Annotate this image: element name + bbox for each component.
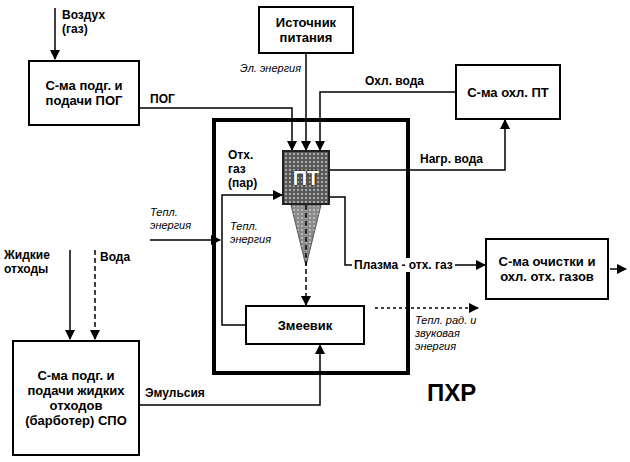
system-box: С-ма подг. и подачи ПОГ (28, 60, 140, 126)
connector-label: Плазма - отх. газ (352, 258, 455, 272)
flow-connector (305, 54, 307, 150)
flow-connector (305, 205, 307, 305)
box-label: С-ма подг. и подачи жидких отходов (барб… (19, 368, 133, 428)
system-box: С-ма очистки и охл. отх. газов (485, 238, 609, 300)
energy-label: Тепл. рад. и звуковая энергия (415, 314, 487, 353)
connector-label: ПОГ (150, 92, 175, 106)
box-label: С-ма подг. и подачи ПОГ (35, 78, 133, 108)
flow-connector (140, 108, 292, 150)
flow-connector (320, 92, 455, 150)
system-box: С-ма охл. ПТ (455, 64, 561, 120)
coil-box: Змеевик (245, 305, 365, 345)
input-label: Вода (100, 250, 140, 264)
water-inlet-arrow (94, 250, 96, 339)
input-label: Жидкие отходы (4, 248, 66, 276)
input-label: Воздух (газ) (62, 8, 122, 36)
connector-label: Эл. энергия (240, 62, 301, 75)
system-box: С-ма подг. и подачи жидких отходов (барб… (12, 340, 140, 456)
connector-label: Эмульсия (145, 386, 205, 400)
reactor-title: ПХР (427, 380, 476, 406)
connector-label: Отх. газ (пар) (228, 148, 274, 190)
connector-label: Нагр. вода (420, 152, 483, 166)
energy-label: Тепл. энергия (150, 206, 210, 232)
box-label: Змеевик (278, 318, 333, 333)
heat-inlet-arrow (150, 239, 220, 241)
waste-inlet-arrow (69, 250, 71, 339)
flow-connector (330, 120, 505, 170)
flow-connector (330, 197, 485, 265)
box-label: Источник питания (265, 15, 347, 45)
flow-connector (140, 345, 320, 405)
radiation-arrow (375, 307, 478, 309)
power-source-box: Источник питания (258, 6, 354, 54)
box-label: С-ма охл. ПТ (467, 85, 549, 100)
box-label: ПТ (293, 167, 320, 189)
connector-label: Охл. вода (365, 74, 424, 88)
exhaust-out-arrow (610, 268, 626, 270)
box-label: С-ма очистки и охл. отх. газов (492, 254, 602, 284)
connector-label: Тепл. энергия (230, 220, 286, 246)
plasma-torch: ПТ (282, 150, 330, 205)
air-inlet-arrow (54, 8, 56, 59)
